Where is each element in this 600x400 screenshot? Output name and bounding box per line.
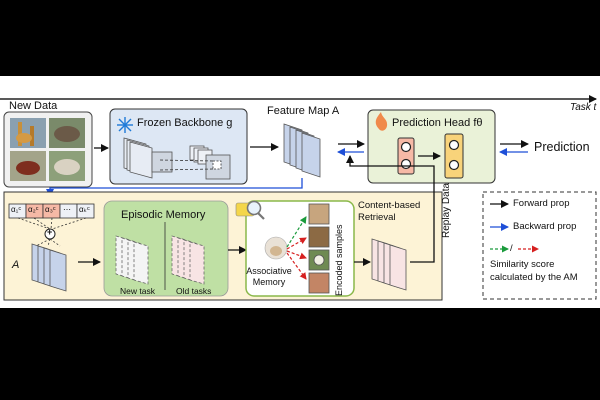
- replay-data-label: Replay Data: [441, 182, 452, 238]
- retrieval-title: Content-based Retrieval: [358, 200, 421, 223]
- legend-box: [482, 191, 597, 300]
- stack-a-label: A: [12, 259, 20, 271]
- memory-key-stack: [31, 243, 67, 292]
- encoded-sample-images: [308, 203, 330, 294]
- sum-symbol: +: [47, 227, 53, 237]
- retrieval-stack: [371, 238, 407, 291]
- episodic-new-task-layers: [115, 235, 149, 285]
- query-image: [264, 236, 288, 260]
- episodic-title: Episodic Memory: [121, 209, 206, 221]
- encoded-samples-label: Encoded samples: [334, 224, 344, 296]
- head-layer-left: [397, 137, 415, 175]
- replay-data-line: [346, 155, 435, 263]
- legend-similarity-label: Similarity score calculated by the AM: [490, 259, 578, 283]
- feature-map-title: Feature Map A: [267, 105, 340, 117]
- episodic-old-tasks-label: Old tasks: [176, 286, 212, 296]
- alpha-ellipsis: ⋯: [63, 205, 71, 214]
- alpha-2: α₂ᶜ: [28, 205, 39, 214]
- magnifier-icon: [235, 200, 265, 220]
- alpha-3: α₃ᶜ: [45, 205, 56, 214]
- alpha-k: αₖᶜ: [79, 205, 90, 214]
- similarity-arrows: [286, 216, 307, 280]
- sum-to-stack-lines: [35, 238, 61, 247]
- episodic-old-task-layers: [171, 235, 205, 285]
- associative-memory-title: Associative Memory: [246, 266, 292, 287]
- backbone-layers: [123, 137, 231, 180]
- prediction-title: Prediction: [534, 140, 590, 154]
- legend-slash: /: [510, 243, 513, 254]
- alpha-weights: [8, 203, 95, 219]
- episodic-new-task-label: New task: [120, 286, 155, 296]
- flame-icon: [375, 112, 388, 131]
- head-layer-right: [444, 133, 464, 179]
- legend-backward-label: Backward prop: [513, 221, 577, 232]
- alpha-to-sum-lines: [17, 217, 87, 230]
- alpha-1: α₁ᶜ: [11, 205, 22, 214]
- new-data-images: [10, 118, 85, 181]
- snowflake-icon: [117, 117, 133, 133]
- associative-memory-box: [245, 200, 355, 297]
- prediction-head-title: Prediction Head fθ: [392, 117, 483, 129]
- backbone-title: Frozen Backbone g: [137, 117, 233, 129]
- legend-forward-label: Forward prop: [513, 198, 570, 209]
- task-label: Task t: [570, 102, 597, 113]
- new-data-title: New Data: [9, 100, 58, 112]
- feature-map-stack: [283, 123, 321, 178]
